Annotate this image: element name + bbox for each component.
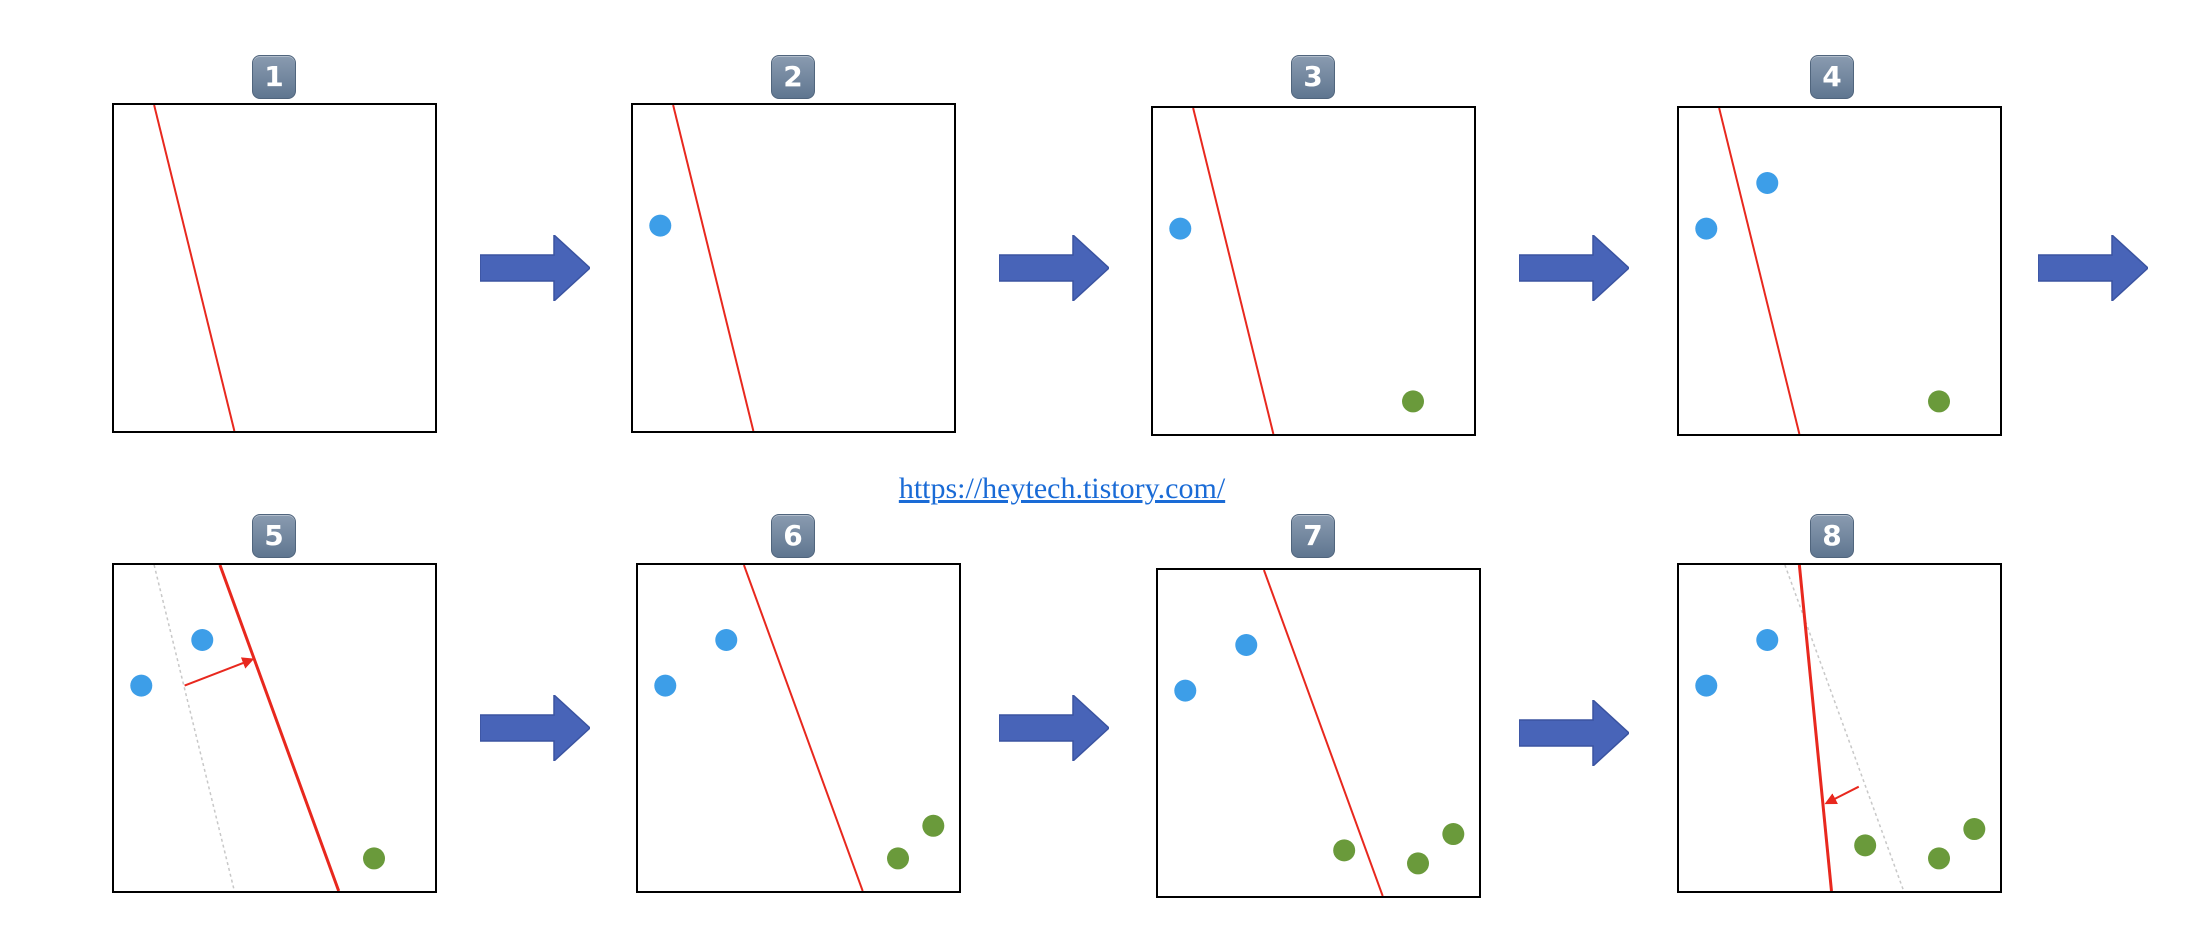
blue-data-point xyxy=(649,214,672,237)
green-data-point xyxy=(1442,823,1465,846)
step-panel-8 xyxy=(1677,563,2002,893)
step-badge-3: 3 xyxy=(1291,55,1335,99)
panel-canvas xyxy=(1695,565,1986,891)
step-badge-6: 6 xyxy=(771,514,815,558)
blue-data-point xyxy=(715,628,738,651)
green-data-point xyxy=(1402,390,1425,413)
next-step-arrow xyxy=(480,695,590,761)
panel-canvas xyxy=(130,565,386,891)
decision-boundary-line xyxy=(672,105,755,431)
blue-data-point xyxy=(130,674,153,697)
blue-data-point xyxy=(1169,217,1192,240)
step-panel-4 xyxy=(1677,106,2002,436)
step-panel-1 xyxy=(112,103,437,433)
step-badge-1: 1 xyxy=(252,55,296,99)
previous-boundary-line xyxy=(1784,565,1905,891)
boundary-shift-arrow xyxy=(1824,785,1860,805)
green-data-point xyxy=(1407,852,1430,875)
decision-boundary-line xyxy=(1262,570,1384,896)
next-step-arrow xyxy=(999,695,1109,761)
previous-boundary-line xyxy=(153,565,236,891)
step-badge-8: 8 xyxy=(1810,514,1854,558)
next-step-arrow xyxy=(1519,700,1629,766)
source-link[interactable]: https://heytech.tistory.com/ xyxy=(898,472,1226,505)
green-data-point xyxy=(922,814,945,837)
blue-data-point xyxy=(1695,674,1718,697)
step-panel-6 xyxy=(636,563,961,893)
step-panel-5 xyxy=(112,563,437,893)
step-badge-4: 4 xyxy=(1810,55,1854,99)
blue-data-point xyxy=(1756,171,1779,194)
blue-data-point xyxy=(1174,679,1197,702)
next-step-arrow xyxy=(2038,235,2148,301)
next-step-arrow xyxy=(480,235,590,301)
blue-data-point xyxy=(191,628,214,651)
panel-canvas xyxy=(1174,570,1465,896)
blue-data-point xyxy=(654,674,677,697)
green-data-point xyxy=(1928,390,1951,413)
step-badge-7: 7 xyxy=(1291,514,1335,558)
panel-canvas xyxy=(649,105,755,431)
step-panel-7 xyxy=(1156,568,1481,898)
green-data-point xyxy=(363,847,386,870)
block-arrow-shape xyxy=(999,695,1109,761)
step-badge-5: 5 xyxy=(252,514,296,558)
decision-boundary-line xyxy=(1797,565,1833,891)
boundary-shift-arrow xyxy=(184,657,255,687)
green-data-point xyxy=(887,847,910,870)
decision-boundary-line xyxy=(1192,108,1275,434)
blue-data-point xyxy=(1235,633,1258,656)
blue-data-point xyxy=(1695,217,1718,240)
decision-boundary-line xyxy=(1718,108,1801,434)
decision-boundary-line xyxy=(742,565,864,891)
block-arrow-shape xyxy=(999,235,1109,301)
step-badge-2: 2 xyxy=(771,55,815,99)
green-data-point xyxy=(1854,834,1877,857)
block-arrow-shape xyxy=(480,235,590,301)
next-step-arrow xyxy=(1519,235,1629,301)
next-step-arrow xyxy=(999,235,1109,301)
panel-canvas xyxy=(153,105,236,431)
step-panel-3 xyxy=(1151,106,1476,436)
decision-boundary-line xyxy=(153,105,236,431)
green-data-point xyxy=(1333,839,1356,862)
blue-data-point xyxy=(1756,628,1779,651)
green-data-point xyxy=(1963,818,1986,841)
block-arrow-shape xyxy=(2038,235,2148,301)
block-arrow-shape xyxy=(1519,700,1629,766)
step-panel-2 xyxy=(631,103,956,433)
panel-canvas xyxy=(1169,108,1425,434)
block-arrow-shape xyxy=(1519,235,1629,301)
block-arrow-shape xyxy=(480,695,590,761)
panel-canvas xyxy=(1695,108,1951,434)
panel-canvas xyxy=(654,565,945,891)
green-data-point xyxy=(1928,847,1951,870)
decision-boundary-line xyxy=(218,565,341,891)
